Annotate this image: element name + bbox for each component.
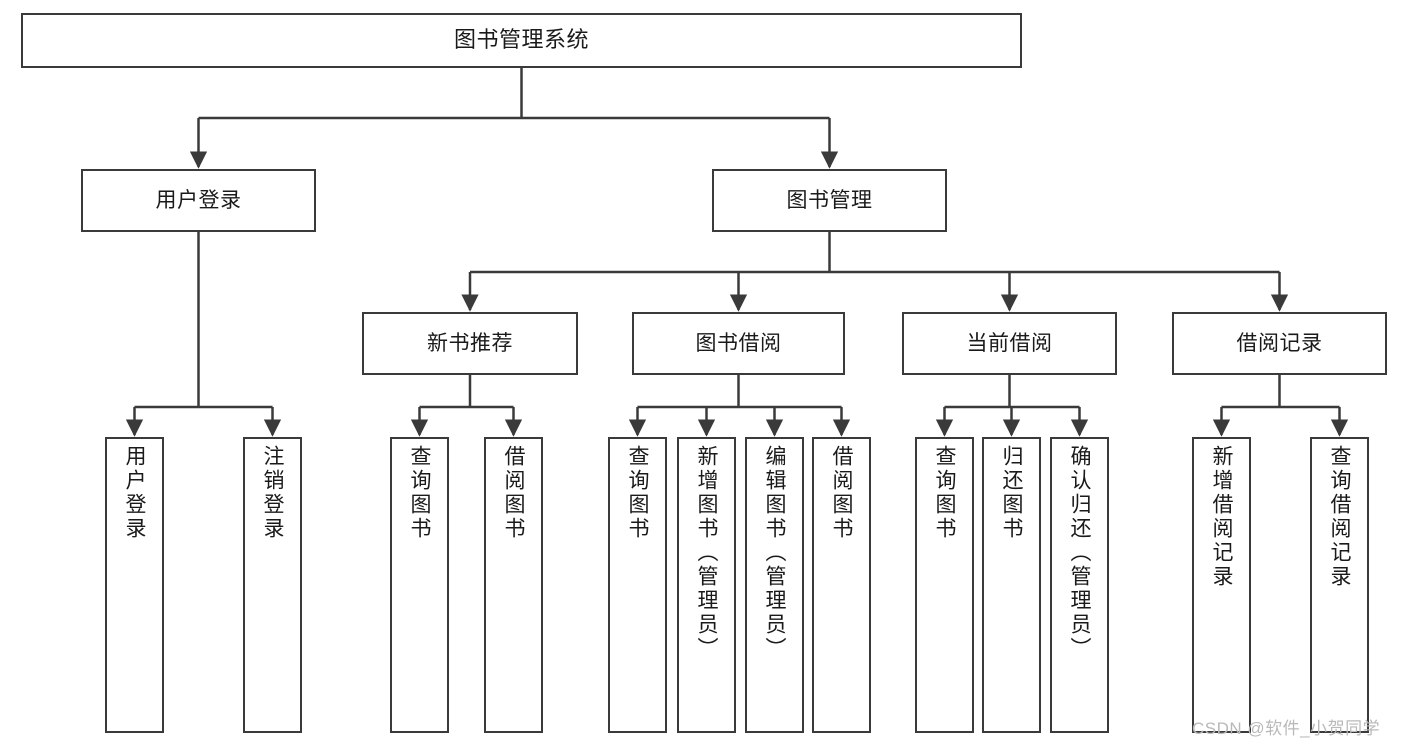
node-label: 借阅图书 [502, 445, 525, 541]
node-leaf-login[interactable]: 用户登录 [105, 437, 164, 733]
node-label: 确认归还（管理员） [1068, 445, 1091, 661]
node-leaf-borrow-1[interactable]: 借阅图书 [484, 437, 543, 733]
node-leaf-add-rec[interactable]: 新增借阅记录 [1192, 437, 1251, 733]
node-label: 借阅图书 [830, 445, 853, 541]
node-leaf-query-rec[interactable]: 查询借阅记录 [1310, 437, 1369, 733]
node-label: 图书管理系统 [453, 27, 589, 53]
node-leaf-confirm[interactable]: 确认归还（管理员） [1050, 437, 1109, 733]
connector-lines [125, 68, 1349, 437]
node-leaf-edit-book[interactable]: 编辑图书（管理员） [745, 437, 804, 733]
node-label: 用户登录 [155, 188, 242, 212]
node-label: 图书借阅 [695, 331, 782, 355]
node-label: 查询图书 [408, 445, 431, 541]
node-label: 归还图书 [1000, 445, 1023, 541]
node-label: 用户登录 [123, 445, 146, 541]
node-label: 编辑图书（管理员） [763, 445, 786, 661]
node-bookmgmt[interactable]: 图书管理 [712, 169, 947, 232]
node-borrow[interactable]: 图书借阅 [632, 312, 845, 375]
node-leaf-return[interactable]: 归还图书 [982, 437, 1041, 733]
node-root[interactable]: 图书管理系统 [21, 13, 1022, 68]
node-label: 查询图书 [933, 445, 956, 541]
node-label: 新增借阅记录 [1210, 445, 1233, 589]
node-current[interactable]: 当前借阅 [902, 312, 1117, 375]
node-login[interactable]: 用户登录 [81, 169, 316, 232]
node-label: 注销登录 [261, 445, 284, 541]
node-records[interactable]: 借阅记录 [1172, 312, 1387, 375]
node-leaf-borrow-2[interactable]: 借阅图书 [812, 437, 871, 733]
node-label: 当前借阅 [966, 331, 1053, 355]
node-leaf-add-book[interactable]: 新增图书（管理员） [677, 437, 736, 733]
node-label: 新书推荐 [427, 331, 513, 355]
node-label: 借阅记录 [1236, 331, 1323, 355]
node-leaf-query-1[interactable]: 查询图书 [390, 437, 449, 733]
node-label: 图书管理 [786, 188, 873, 212]
node-newbook[interactable]: 新书推荐 [362, 312, 578, 375]
node-leaf-query-3[interactable]: 查询图书 [915, 437, 974, 733]
node-label: 查询图书 [626, 445, 649, 541]
node-leaf-logout[interactable]: 注销登录 [243, 437, 302, 733]
node-leaf-query-2[interactable]: 查询图书 [608, 437, 667, 733]
node-label: 查询借阅记录 [1328, 445, 1351, 589]
node-label: 新增图书（管理员） [695, 445, 718, 661]
